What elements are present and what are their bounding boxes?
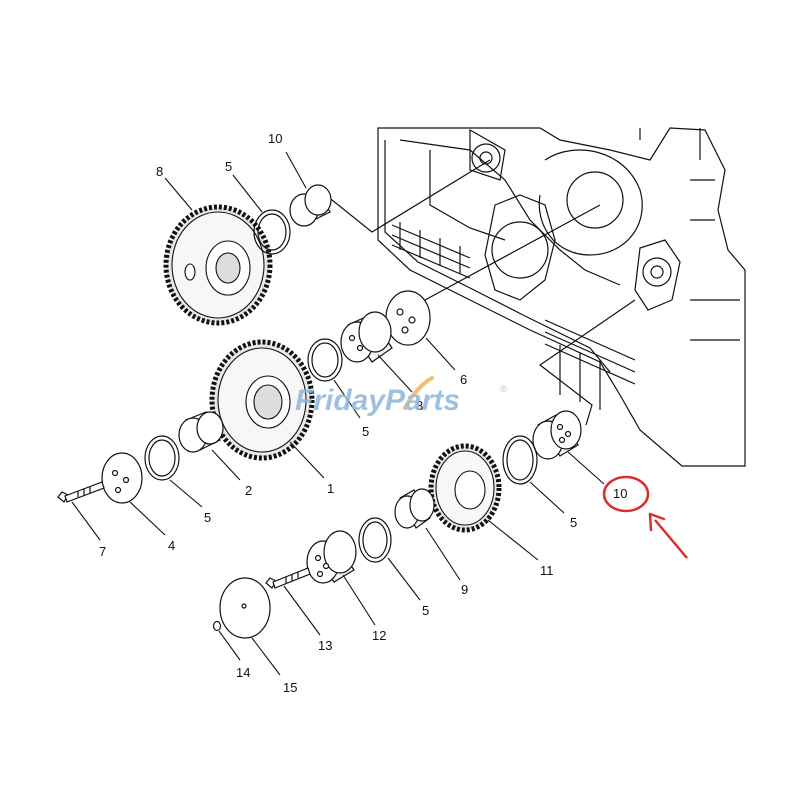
- callout-4: 4: [168, 538, 175, 553]
- part-5-ring-right: [502, 435, 538, 485]
- part-13-bolt: [265, 567, 311, 589]
- callout-13: 13: [318, 638, 332, 653]
- part-5-ring-mid: [307, 338, 343, 382]
- part-11-gear: [428, 443, 502, 533]
- callout-5-left: 5: [204, 510, 211, 525]
- watermark-word-friday: Friday: [295, 384, 386, 417]
- callout-1: 1: [327, 481, 334, 496]
- part-8-gear: [163, 204, 273, 326]
- callout-5-top: 5: [225, 159, 232, 174]
- callout-14: 14: [236, 665, 250, 680]
- part-6-plate: [385, 290, 431, 346]
- fridayparts-watermark: FridayParts ®: [295, 376, 507, 417]
- callout-labels: 8 5 10 6 3 5 1 2 5 4 7 5 11 9 5 12 13 14…: [99, 131, 627, 695]
- part-7-bolt: [57, 481, 105, 503]
- callout-11: 11: [540, 563, 554, 578]
- highlight-arrow-head: [648, 512, 666, 532]
- highlight-arrow-shaft: [654, 519, 688, 559]
- part-5-ring-top: [253, 209, 291, 255]
- part-2-bushing: [178, 411, 224, 453]
- callout-2: 2: [245, 483, 252, 498]
- callout-10-top: 10: [268, 131, 282, 146]
- callout-15: 15: [283, 680, 297, 695]
- part-10-bushing-right: [532, 410, 582, 460]
- highlight-annotation: [602, 475, 688, 559]
- callout-10-right: 10: [613, 486, 627, 501]
- part-5-ring-lower: [358, 517, 392, 563]
- callout-6: 6: [460, 372, 467, 387]
- callout-12: 12: [372, 628, 386, 643]
- callout-leader-lines: [71, 151, 605, 676]
- engine-housing: [377, 127, 746, 467]
- part-4-plate: [101, 452, 143, 504]
- part-9-bushing: [394, 488, 435, 529]
- callout-8: 8: [156, 164, 163, 179]
- svg-text:FridayParts: FridayParts: [295, 384, 460, 417]
- part-12-hub: [306, 530, 357, 584]
- part-14-oring: [212, 620, 222, 632]
- part-5-ring-left: [144, 435, 180, 481]
- part-3-hub: [340, 311, 393, 363]
- callout-5-lower: 5: [422, 603, 429, 618]
- part-15-cover: [219, 577, 271, 639]
- watermark-swoosh: [403, 376, 434, 410]
- highlight-circle: [602, 475, 650, 513]
- part-10-bushing-top: [289, 184, 332, 227]
- callout-7: 7: [99, 544, 106, 559]
- callout-5-mid: 5: [362, 424, 369, 439]
- watermark-word-parts: Parts: [385, 384, 460, 417]
- watermark-registered-mark: ®: [500, 384, 507, 394]
- part-1-gear: [209, 339, 315, 461]
- callout-5-right: 5: [570, 515, 577, 530]
- housing-leader-lines: [321, 159, 636, 426]
- callout-9: 9: [461, 582, 468, 597]
- callout-3: 3: [416, 398, 423, 413]
